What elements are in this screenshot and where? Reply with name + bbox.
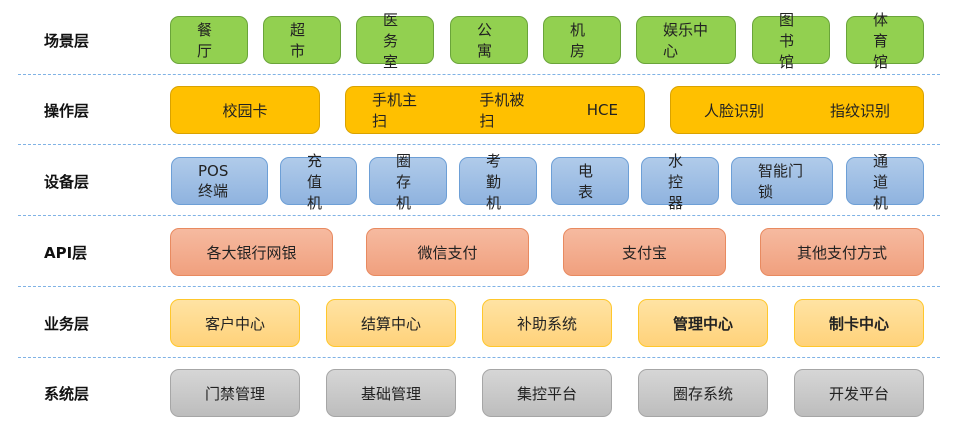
business-item-label: 客户中心	[204, 314, 265, 333]
layer-label-business: 业务层	[44, 315, 90, 333]
system-box: 集控平台	[482, 369, 612, 417]
business-item-label: 结算中心	[360, 314, 421, 333]
api-box: 其他支付方式	[760, 228, 924, 276]
business-box: 补助系统	[482, 299, 612, 347]
layer-label-device: 设备层	[44, 173, 90, 191]
layer-divider	[18, 215, 940, 216]
scene-box: 医务室	[356, 11, 434, 71]
layer-label-operation: 操作层	[44, 102, 90, 120]
system-item-label: 基础管理	[360, 384, 421, 403]
operation-item-label: 指纹识别	[829, 101, 890, 120]
business-item-label: 补助系统	[516, 314, 577, 333]
scene-box: 体育馆	[846, 11, 924, 71]
system-box: 门禁管理	[170, 369, 300, 417]
operation-item-label: 手机主扫	[372, 91, 418, 130]
api-item-label: 微信支付	[417, 243, 478, 262]
layer-divider	[18, 74, 940, 75]
device-box: 考勤机	[459, 152, 537, 212]
device-box: 智能门锁	[731, 157, 833, 205]
scene-item-label: 娱乐中心	[663, 21, 709, 60]
scene-item-label: 公寓	[477, 21, 493, 60]
api-box: 微信支付	[366, 228, 529, 276]
operation-box: 人脸识别 指纹识别	[670, 86, 924, 134]
device-box: 通道机	[846, 152, 924, 212]
scene-item-label: 餐厅	[197, 21, 213, 60]
business-box: 管理中心	[638, 299, 768, 347]
operation-item-label: HCE	[586, 101, 618, 119]
scene-item-label: 图书馆	[779, 10, 795, 71]
device-item-label: 智能门锁	[758, 162, 804, 201]
operation-item-label: 人脸识别	[703, 101, 764, 120]
api-box: 各大银行网银	[170, 228, 333, 276]
device-item-label: 充值机	[307, 151, 323, 212]
scene-box: 公寓	[450, 16, 528, 64]
system-item-label: 门禁管理	[204, 384, 265, 403]
device-box: POS终端	[171, 157, 268, 205]
api-item-label: 支付宝	[621, 243, 667, 262]
scene-item-label: 超市	[290, 21, 306, 60]
scene-box: 娱乐中心	[636, 16, 736, 64]
device-item-label: 考勤机	[486, 151, 502, 212]
operation-item-label: 校园卡	[222, 101, 268, 120]
device-box: 圈存机	[369, 152, 447, 212]
device-box: 水控器	[641, 152, 719, 212]
scene-box: 超市	[263, 16, 341, 64]
scene-box: 餐厅	[170, 16, 248, 64]
business-box: 制卡中心	[794, 299, 924, 347]
device-item-label: 水控器	[668, 151, 684, 212]
system-box: 圈存系统	[638, 369, 768, 417]
device-box: 电表	[551, 157, 629, 205]
layer-divider	[18, 286, 940, 287]
api-box: 支付宝	[563, 228, 726, 276]
scene-item-label: 机房	[570, 21, 586, 60]
scene-box: 机房	[543, 16, 621, 64]
operation-item-label: 手机被扫	[479, 91, 525, 130]
system-item-label: 圈存系统	[672, 384, 733, 403]
operation-box: 校园卡	[170, 86, 320, 134]
layer-divider	[18, 144, 940, 145]
layer-label-system: 系统层	[44, 385, 90, 403]
business-box: 结算中心	[326, 299, 456, 347]
system-item-label: 集控平台	[516, 384, 577, 403]
business-item-label: 管理中心	[672, 314, 733, 333]
business-box: 客户中心	[170, 299, 300, 347]
device-item-label: 通道机	[873, 151, 889, 212]
device-item-label: 电表	[578, 162, 594, 201]
scene-item-label: 体育馆	[873, 10, 889, 71]
device-item-label: POS终端	[198, 161, 229, 200]
system-item-label: 开发平台	[828, 384, 889, 403]
system-box: 基础管理	[326, 369, 456, 417]
business-item-label: 制卡中心	[828, 314, 889, 333]
device-item-label: 圈存机	[396, 151, 412, 212]
operation-box: 手机主扫 手机被扫 HCE	[345, 86, 645, 134]
layer-divider	[18, 357, 940, 358]
layer-label-scene: 场景层	[44, 32, 90, 50]
layer-label-api: API层	[44, 244, 88, 262]
scene-box: 图书馆	[752, 11, 830, 71]
scene-item-label: 医务室	[383, 10, 399, 71]
system-box: 开发平台	[794, 369, 924, 417]
api-item-label: 其他支付方式	[796, 243, 887, 262]
device-box: 充值机	[280, 152, 357, 212]
api-item-label: 各大银行网银	[206, 243, 297, 262]
